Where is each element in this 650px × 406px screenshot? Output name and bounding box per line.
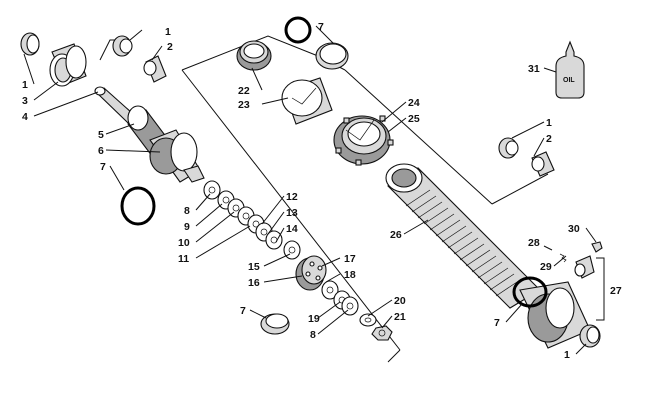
callout-19: 19	[308, 313, 320, 325]
callout-26: 26	[390, 229, 402, 241]
group-bracket-right	[344, 69, 493, 205]
callout-15: 15	[248, 261, 260, 273]
callout-28: 28	[528, 237, 540, 249]
callout-1: 1	[165, 26, 171, 38]
callout-25: 25	[408, 113, 420, 125]
shaft-seal-head	[149, 129, 205, 183]
group-bracket-right-upper	[491, 173, 549, 205]
callout-31: 31	[528, 63, 540, 75]
seal-ring-top	[315, 42, 349, 70]
callout-6: 6	[98, 145, 104, 157]
piston-band	[260, 313, 290, 335]
bracket-27	[596, 257, 605, 321]
callout-29: 29	[540, 261, 552, 273]
o-ring-lower	[512, 276, 548, 308]
callout-1: 1	[22, 79, 28, 91]
callout-17: 17	[344, 253, 356, 265]
bladder	[281, 77, 333, 125]
callout-12: 12	[286, 191, 298, 203]
callout-16: 16	[248, 277, 260, 289]
callout-22: 22	[238, 85, 250, 97]
callout-21: 21	[394, 311, 406, 323]
callout-30: 30	[568, 223, 580, 235]
callout-8: 8	[310, 329, 316, 341]
callout-1: 1	[564, 349, 570, 361]
piston	[295, 255, 327, 291]
oil-bottle: OIL	[555, 40, 585, 99]
bushing-right	[498, 137, 519, 159]
lower-eyelet	[519, 281, 591, 349]
group-bracket-bottom	[387, 349, 401, 363]
callout-9: 9	[184, 221, 190, 233]
callout-7: 7	[100, 161, 106, 173]
callout-11: 11	[178, 253, 189, 265]
spacer-right	[531, 151, 555, 177]
callout-1: 1	[546, 117, 552, 129]
callout-7: 7	[240, 305, 246, 317]
adjuster-ring	[333, 115, 394, 166]
o-ring-left	[120, 186, 156, 226]
callout-24: 24	[408, 97, 420, 109]
callout-18: 18	[344, 269, 356, 281]
callout-23: 23	[238, 99, 250, 111]
callout-4: 4	[22, 111, 28, 123]
callout-2: 2	[546, 133, 552, 145]
bushing-lower	[579, 324, 601, 348]
o-ring-top	[284, 16, 312, 44]
group-bracket-left	[181, 69, 401, 351]
callout-13: 13	[286, 207, 298, 219]
callout-8: 8	[184, 205, 190, 217]
callout-14: 14	[286, 223, 298, 235]
bracket-28	[543, 245, 553, 251]
bushing-outer-left	[20, 32, 40, 56]
leader-lines	[23, 25, 597, 355]
callouts: 1 2 1 3 4 5 6 7 8 9 10 11 12 13 14 15 16…	[22, 21, 622, 361]
callout-2: 2	[167, 41, 173, 53]
washer-stack-lower	[321, 280, 359, 316]
callout-20: 20	[394, 295, 406, 307]
callout-7: 7	[494, 317, 500, 329]
callout-10: 10	[178, 237, 190, 249]
callout-3: 3	[22, 95, 28, 107]
spacer-top	[143, 55, 167, 83]
seal-cap	[236, 40, 272, 71]
bushing-top	[112, 35, 133, 57]
valve-body	[574, 255, 595, 279]
oil-bottle-label: OIL	[563, 77, 575, 84]
nut-washer	[359, 313, 377, 327]
eyelet-sleeve	[49, 43, 87, 87]
lock-nut	[371, 325, 393, 341]
valve-core	[591, 241, 603, 253]
callout-5: 5	[98, 129, 104, 141]
callout-27: 27	[610, 285, 622, 297]
valve-spring	[559, 253, 567, 263]
callout-7: 7	[318, 21, 324, 33]
